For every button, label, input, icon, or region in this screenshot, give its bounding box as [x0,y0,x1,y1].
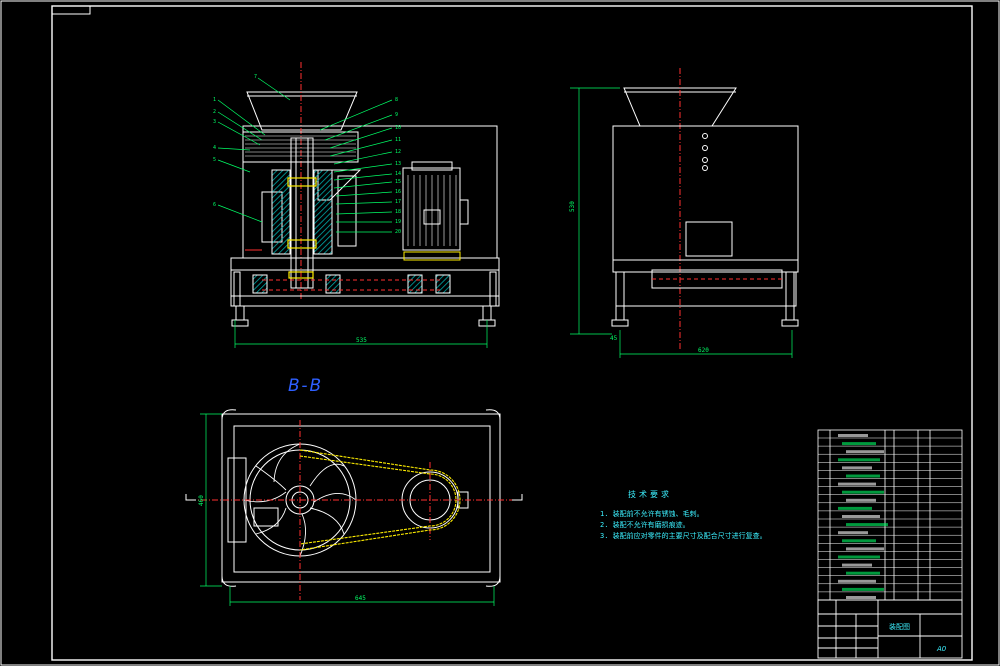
parts-list-entry [838,579,876,583]
front-width-dim: 535 [356,337,367,344]
svg-text:17: 17 [395,199,401,205]
plan-width-dim: 645 [355,595,366,602]
side-width-dim: 620 [698,347,709,354]
parts-list-entry [842,563,872,567]
parts-list-entry [846,450,884,454]
rotor-blades [243,443,357,557]
parts-list-entry [838,482,876,486]
parts-list-entry [838,531,868,535]
plan-height-dim: 460 [198,495,205,506]
svg-text:18: 18 [395,209,401,215]
svg-text:2: 2 [213,109,216,115]
side-housing [612,125,799,261]
front-motor [402,167,461,251]
parts-list-entry [838,506,872,510]
plan-section-marks [185,494,523,501]
parts-list-entry [838,458,880,462]
side-height-dim: 530 [569,201,576,212]
rotor-section-left [271,169,291,255]
parts-list-entry [842,442,876,446]
section-label: B-B [288,376,324,396]
svg-text:14: 14 [395,171,401,177]
parts-list-entry [842,539,876,543]
parts-list-entries [838,434,888,599]
parts-list [817,429,963,601]
svg-text:8: 8 [395,97,398,103]
svg-text:20: 20 [395,229,401,235]
side-offset-dim: 45 [610,335,618,342]
plan-outline [221,413,501,583]
plan-dimensions [200,413,495,606]
title-block-drawing-title: 装配图 [889,622,910,631]
svg-text:19: 19 [395,219,401,225]
svg-text:3: 3 [213,119,216,125]
front-dimension [234,320,488,348]
parts-list-entry [842,466,872,470]
svg-text:9: 9 [395,112,398,118]
parts-list-entry [846,547,884,551]
svg-text:4: 4 [213,145,216,151]
parts-list-entry [846,474,880,478]
front-view [230,62,500,327]
tech-requirement-1: 1. 装配前不允许有锈蚀、毛刺。 [600,510,704,518]
svg-text:13: 13 [395,161,401,167]
plan-belt [299,449,461,551]
svg-text:7: 7 [254,74,257,80]
front-hopper [246,91,358,131]
tech-requirements-heading: 技术要求 [628,490,672,499]
parts-list-entry [846,571,880,575]
front-feet [231,305,496,327]
svg-text:12: 12 [395,149,401,155]
parts-list-entry [838,555,880,559]
svg-text:6: 6 [213,202,216,208]
side-dimensions [570,87,793,358]
front-leaders [217,77,393,233]
parts-list-rows [818,437,962,593]
side-feet [611,305,799,327]
svg-text:16: 16 [395,189,401,195]
tech-requirement-2: 2. 装配不允许有磨损痕迹。 [600,521,690,529]
parts-list-entry [838,434,868,437]
plan-view [190,409,520,600]
parts-list-entry [846,498,876,502]
svg-text:15: 15 [395,179,401,185]
parts-list-entry [842,490,884,494]
tech-requirement-3: 3. 装配前应对零件的主要尺寸及配合尺寸进行复查。 [600,532,767,540]
parts-list-entry [846,523,888,527]
parts-list-entry [842,587,884,591]
parts-list-entry [842,515,880,518]
side-view [611,68,799,350]
parts-list-entry [846,596,876,599]
title-block [817,599,963,659]
svg-text:5: 5 [213,157,216,163]
title-block-sheet-no: A0 [936,645,947,653]
svg-text:1: 1 [213,97,216,103]
rotor-section-right [313,169,333,255]
svg-text:10: 10 [395,125,401,131]
svg-text:11: 11 [395,137,401,143]
side-bolts [702,133,708,171]
